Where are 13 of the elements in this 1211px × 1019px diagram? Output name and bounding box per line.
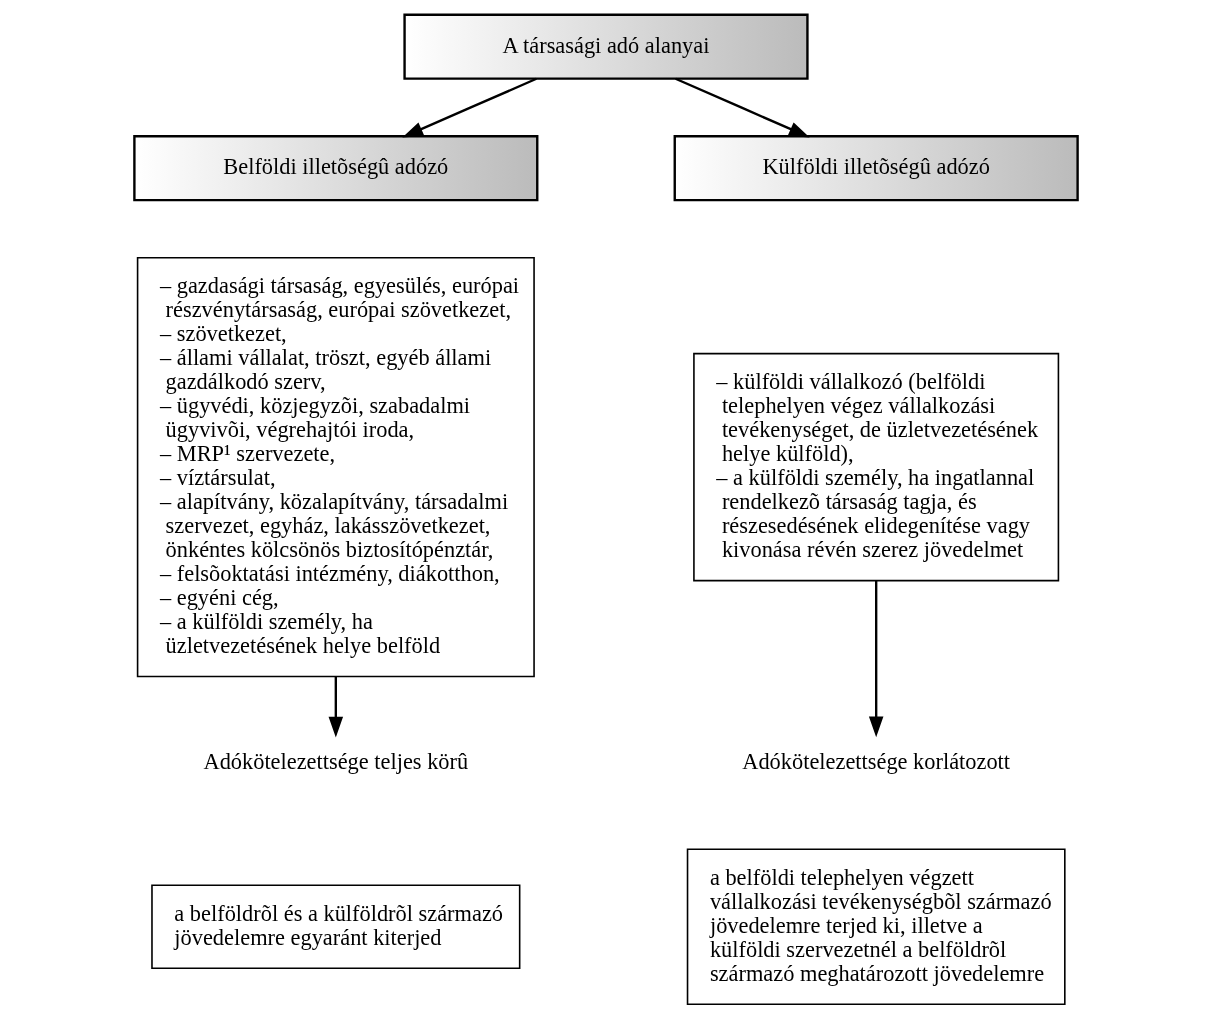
arrow	[401, 77, 537, 138]
node-text: Adókötelezettsége korlátozott	[741, 748, 1010, 774]
arrow	[868, 581, 883, 738]
node-box: – külföldi vállalkozó (belföldi telephelyen végez vállalkozási tevékenységet, de üzletvezetésének helye külföld), – a külföldi személy, ha ingatlannal rendelkezõ társaság tagja, és részesedésének elidegenítése vagy kivonása révén szerez jövedelmet	[692, 352, 1059, 582]
node-box: Belföldi illetõségû adózó	[132, 135, 538, 202]
arrow	[328, 676, 343, 738]
node-text: Adókötelezettsége teljes körû	[202, 748, 468, 774]
node-box: A társasági adó alanyai	[402, 13, 809, 80]
node-box: Külföldi illetõségû adózó	[673, 135, 1079, 202]
arrow	[674, 77, 810, 138]
node-box: a belföldrõl és a külföldrõl származó jövedelemre egyaránt kiterjed	[150, 884, 520, 970]
node-box: – gazdasági társaság, egyesülés, európai részvénytársaság, európai szövetkezet, – szövetkezet, – állami vállalat, tröszt, egyéb állami gazdálkodó szerv, – ügyvédi, közjegyzõi, szabadalmi ügyvivõi, végrehajtói iroda, – MRP¹ szervezete, – víztársulat, – alapítvány, közalapítvány, társadalmi szervezet, egyház, lakásszövetkezet, önkéntes kölcsönös biztosítópénztár, – felsõoktatási intézmény, diákotthon, – egyéni cég, – a külföldi személy, ha üzletvezetésének helye belföld	[136, 256, 535, 678]
node-box: a belföldi telephelyen végzett vállalkozási tevékenységbõl származó jövedelemre terjed ki, illetve a külföldi szervezetnél a belföldrõl származó meghatározott jövedelemre	[686, 848, 1066, 1006]
